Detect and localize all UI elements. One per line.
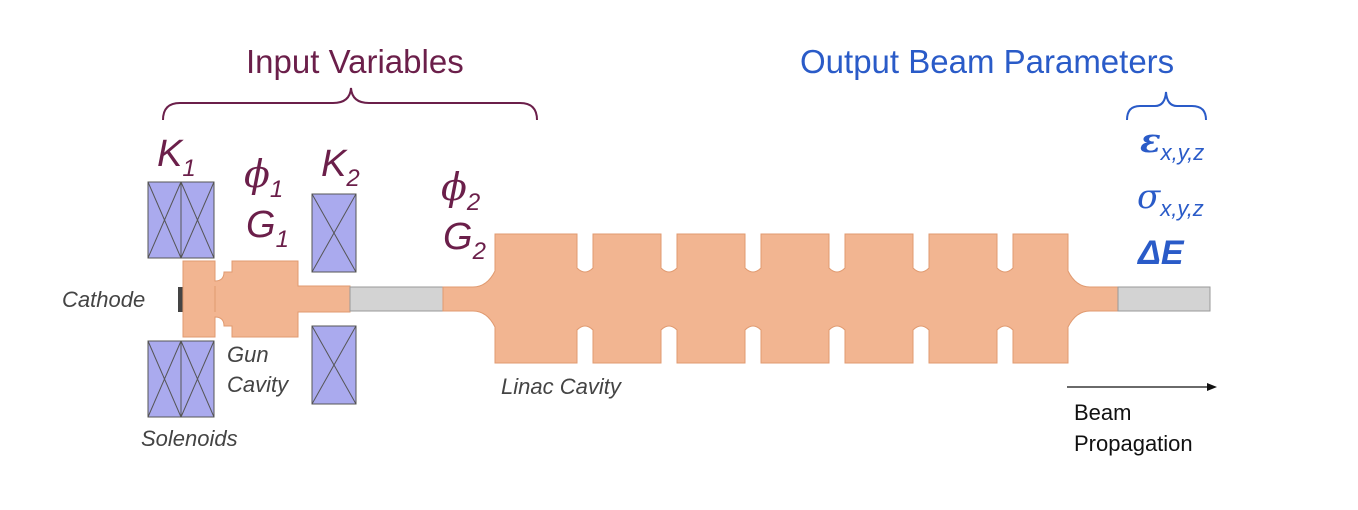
g1-subscript: 1: [275, 226, 289, 253]
input-bracket: [162, 87, 538, 121]
gun-cavity-label-line2: Cavity: [227, 372, 289, 397]
output-bracket: [1126, 91, 1207, 121]
beam-size-subscript: x,y,z: [1160, 196, 1204, 221]
cathode-plate: [178, 287, 183, 312]
k1-subscript: 1: [182, 155, 196, 182]
g2-symbol: G: [443, 216, 473, 258]
solenoid-2-top: [311, 193, 357, 273]
solenoid-2-bottom: [311, 325, 357, 405]
k2-label: K2: [321, 143, 360, 191]
output-beam-parameters-title: Output Beam Parameters: [800, 43, 1175, 80]
beam-propagation-line2: Propagation: [1074, 431, 1193, 456]
cathode-label: Cathode: [62, 287, 146, 312]
phi1-label: ϕ1: [244, 152, 283, 202]
beam-propagation-label: Beam Propagation: [1074, 397, 1193, 459]
linac-cavity: [442, 233, 1119, 364]
beam-size-label: σx,y,z: [1137, 177, 1204, 220]
phi2-subscript: 2: [466, 189, 481, 216]
phi1-symbol: ϕ: [244, 152, 270, 196]
drift-pipe-1: [349, 286, 444, 312]
beam-propagation-line1: Beam: [1074, 400, 1132, 425]
k2-symbol: K: [321, 143, 347, 185]
gun-cavity: [182, 260, 351, 338]
phi2-label: ϕ2: [441, 165, 480, 215]
input-variables-title: Input Variables: [246, 43, 464, 80]
solenoid-1-bottom: [147, 340, 215, 418]
g1-label: G1: [246, 204, 289, 252]
phi1-subscript: 1: [269, 176, 284, 203]
gun-cavity-label-line1: Gun: [227, 342, 269, 367]
k2-subscript: 2: [346, 165, 360, 192]
linac-cavity-label: Linac Cavity: [501, 374, 621, 399]
solenoids-label: Solenoids: [141, 426, 238, 451]
emittance-label: εx,y,z: [1140, 121, 1204, 164]
solenoid-1-top: [147, 181, 215, 259]
beam-size-symbol: σ: [1137, 177, 1161, 217]
g2-subscript: 2: [472, 238, 486, 265]
k1-label: K1: [157, 133, 196, 181]
emittance-subscript: x,y,z: [1160, 140, 1205, 165]
drift-pipe-2: [1117, 286, 1211, 312]
emittance-symbol: ε: [1140, 121, 1161, 161]
phi2-symbol: ϕ: [441, 165, 467, 209]
g1-symbol: G: [246, 204, 276, 246]
k1-symbol: K: [157, 133, 183, 175]
g2-label: G2: [443, 216, 486, 264]
gun-cavity-label: Gun Cavity: [227, 340, 288, 400]
beam-propagation-arrow: [1067, 383, 1217, 391]
energy-spread-label: ΔE: [1138, 234, 1184, 272]
